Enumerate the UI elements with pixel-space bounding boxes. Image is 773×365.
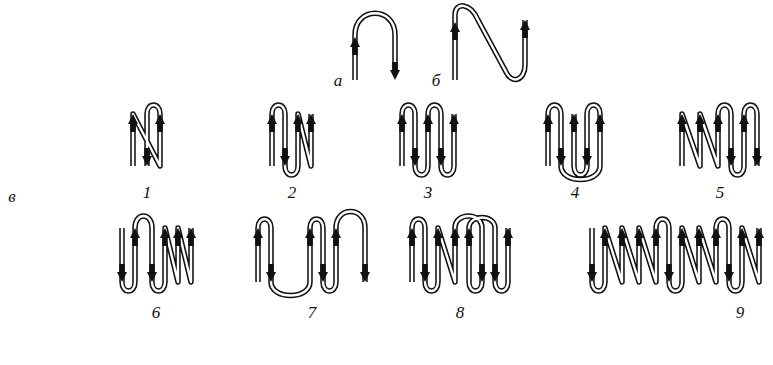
strand-arrow: [666, 264, 672, 272]
panel-letter: а: [334, 72, 343, 89]
strand-ribbon-fill: [122, 6, 759, 296]
strand-arrow: [728, 148, 734, 156]
strand-arrow: [282, 148, 288, 156]
strand-arrow: [558, 148, 564, 156]
strand-arrow: [144, 148, 150, 156]
strand-arrow: [149, 264, 155, 272]
strand-arrow: [545, 124, 551, 132]
strand-arrow: [438, 148, 444, 156]
strand-arrow: [452, 32, 458, 40]
strand-arrow: [636, 238, 642, 246]
strand-arrow: [756, 238, 762, 246]
strand-arrow: [412, 148, 418, 156]
figure-number: 4: [571, 184, 580, 201]
strand-arrow: [715, 124, 721, 132]
strand-arrow: [352, 47, 358, 55]
figure-number: 8: [456, 304, 465, 321]
figure-number: 2: [288, 184, 297, 201]
strand-arrow: [589, 264, 595, 272]
figure-number: 6: [152, 304, 161, 321]
strand-arrow: [466, 238, 472, 246]
strand-arrow: [392, 62, 398, 70]
strand-arrow: [268, 264, 274, 272]
strand-arrow: [584, 148, 590, 156]
figure-number: 7: [308, 304, 317, 321]
figure-number: 3: [424, 184, 433, 201]
strand-arrow: [754, 148, 760, 156]
figure-number: 1: [143, 184, 152, 201]
figure-number: 5: [716, 184, 725, 201]
strand-arrow: [269, 124, 275, 132]
strand-arrow: [175, 238, 181, 246]
strand-arrow: [130, 124, 136, 132]
strand-arrow: [741, 124, 747, 132]
strand-arrow: [425, 124, 431, 132]
strand-arrow: [295, 124, 301, 132]
strand-arrow: [399, 124, 405, 132]
strand-ribbon-outline: [122, 6, 759, 296]
figure-number: 9: [736, 304, 745, 321]
strand-arrow: [697, 124, 703, 132]
strand-arrow: [119, 264, 125, 272]
strand-arrow: [307, 238, 313, 246]
strand-arrow: [505, 238, 511, 246]
strand-arrow: [726, 264, 732, 272]
strand-arrow: [362, 264, 368, 272]
strand-arrow: [157, 124, 163, 132]
strand-arrow: [320, 264, 326, 272]
strand-arrow: [188, 238, 194, 246]
strand-arrow: [602, 238, 608, 246]
strand-arrow: [739, 238, 745, 246]
strand-arrow: [479, 264, 485, 272]
strand-arrow: [422, 264, 428, 272]
strand-arrow: [696, 238, 702, 246]
strand-arrow: [162, 238, 168, 246]
strand-arrow: [409, 238, 415, 246]
strand-arrow: [713, 238, 719, 246]
panel-letter: б: [432, 72, 441, 89]
panel-letter: в: [8, 188, 15, 205]
strand-arrow: [619, 238, 625, 246]
strand-arrow: [522, 30, 528, 38]
strand-arrow: [255, 238, 261, 246]
strand-arrow: [452, 238, 458, 246]
strand-arrow: [679, 124, 685, 132]
strand-arrow: [435, 238, 441, 246]
strand-arrow: [132, 238, 138, 246]
strand-arrow: [492, 264, 498, 272]
strand-arrow: [597, 124, 603, 132]
strand-arrow: [571, 124, 577, 132]
strand-arrow: [333, 238, 339, 246]
strand-arrow: [451, 124, 457, 132]
strand-arrow: [308, 124, 314, 132]
strand-arrow: [679, 238, 685, 246]
strand-arrows: [122, 30, 759, 272]
strand-arrow: [653, 238, 659, 246]
